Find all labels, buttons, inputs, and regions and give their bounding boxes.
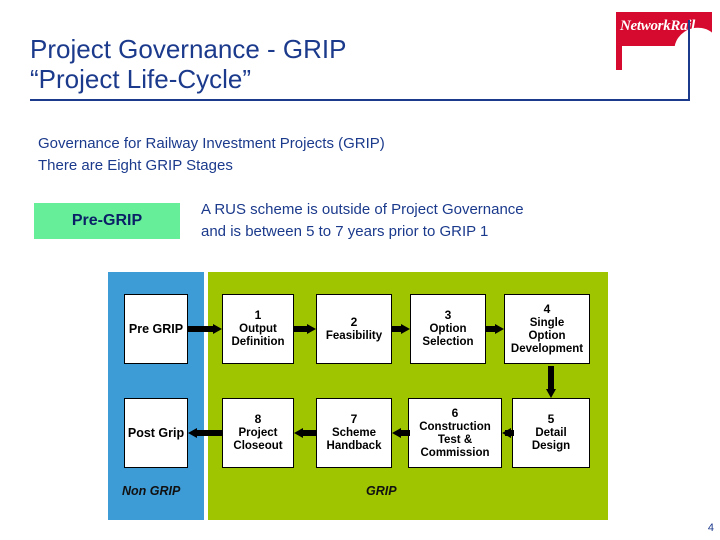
footer-label-grip: GRIP [366,484,397,498]
pre-grip-badge-label: Pre-GRIP [71,212,143,229]
stage-node-8: 8 Project Closeout [222,398,294,468]
page-number: 4 [707,522,714,534]
stage-node-4-line-2: Option [528,329,566,342]
stage-node-7: 7 Scheme Handback [316,398,392,468]
stage-node-1-line-2: Definition [231,336,285,348]
page-title-line-2: “Project Life-Cycle” [30,64,252,94]
stage-node-1-line-1: Output [239,323,277,335]
callout-line-2: and is between 5 to 7 years prior to GRI… [201,223,489,240]
stage-node-3: 3 Option Selection [410,294,486,364]
stage-node-5-number: 5 [547,412,555,426]
stage-node-5-line-1: Detail [535,427,567,439]
arrow-stage-7-to-8 [294,428,316,438]
callout-line-1: A RUS scheme is outside of Project Gover… [201,201,524,218]
stage-node-5: 5 Detail Design [512,398,590,468]
arrow-stage-2-to-3 [392,324,410,334]
title-divider [30,99,690,101]
side-node-post-grip: Post Grip [124,398,188,468]
intro-text: Governance for Railway Investment Projec… [38,133,385,177]
arrow-stage-6-to-7 [392,428,410,438]
grip-lifecycle-diagram: Pre GRIP Post Grip 1 Output Definition 2… [108,272,608,520]
title-divider-vertical [688,20,690,101]
stage-node-5-line-2: Design [531,440,571,452]
pre-grip-badge: Pre-GRIP [34,203,180,239]
logo-text: NetworkRail [620,18,696,34]
arrow-stage-1-to-2 [294,324,316,334]
stage-node-7-line-2: Handback [326,440,382,452]
stage-node-4: 4 Single Option Development [504,294,590,364]
stage-node-3-line-2: Selection [422,336,474,348]
page-title: Project Governance - GRIP “Project Life-… [30,34,670,94]
page-title-line-1: Project Governance - GRIP [30,34,347,64]
stage-node-2: 2 Feasibility [316,294,392,364]
stage-node-6-number: 6 [451,405,459,420]
arrow-stage-3-to-4 [486,324,504,334]
stage-node-2-number: 2 [350,314,358,329]
arrow-stage-8-to-post-grip [188,428,222,438]
stage-node-3-number: 3 [444,308,452,322]
side-node-post-grip-label: Post Grip [127,426,185,440]
stage-node-2-line-1: Feasibility [325,329,383,342]
footer-label-non-grip: Non GRIP [122,484,181,498]
stage-node-7-number: 7 [350,412,358,426]
stage-node-6-line-3: Commission [420,446,490,459]
stage-node-1-number: 1 [254,308,262,322]
arrow-stage-4-to-5 [546,366,556,398]
side-node-pre-grip: Pre GRIP [124,294,188,364]
stage-node-6-line-1: Construction [419,420,491,433]
stage-node-4-number: 4 [543,301,551,316]
intro-line-1: Governance for Railway Investment Projec… [38,135,385,152]
arrow-pre-grip-to-stage-1 [188,324,222,334]
stage-node-3-line-1: Option [429,323,467,335]
stage-node-7-line-1: Scheme [331,427,377,439]
stage-node-1: 1 Output Definition [222,294,294,364]
stage-node-8-line-1: Project [238,427,278,439]
side-node-pre-grip-label: Pre GRIP [128,322,184,336]
stage-node-6: 6 Construction Test & Commission [408,398,502,468]
callout-text: A RUS scheme is outside of Project Gover… [201,199,661,243]
network-rail-logo: NetworkRail [616,12,712,46]
stage-node-4-line-1: Single [529,316,565,329]
stage-node-8-number: 8 [254,412,262,426]
stage-node-6-line-2: Test & [437,433,473,446]
intro-line-2: There are Eight GRIP Stages [38,157,233,174]
arrow-stage-5-to-6 [502,428,514,438]
logo-accent-bar [616,46,622,70]
stage-node-8-line-2: Closeout [233,440,283,452]
stage-node-4-line-3: Development [510,342,584,355]
